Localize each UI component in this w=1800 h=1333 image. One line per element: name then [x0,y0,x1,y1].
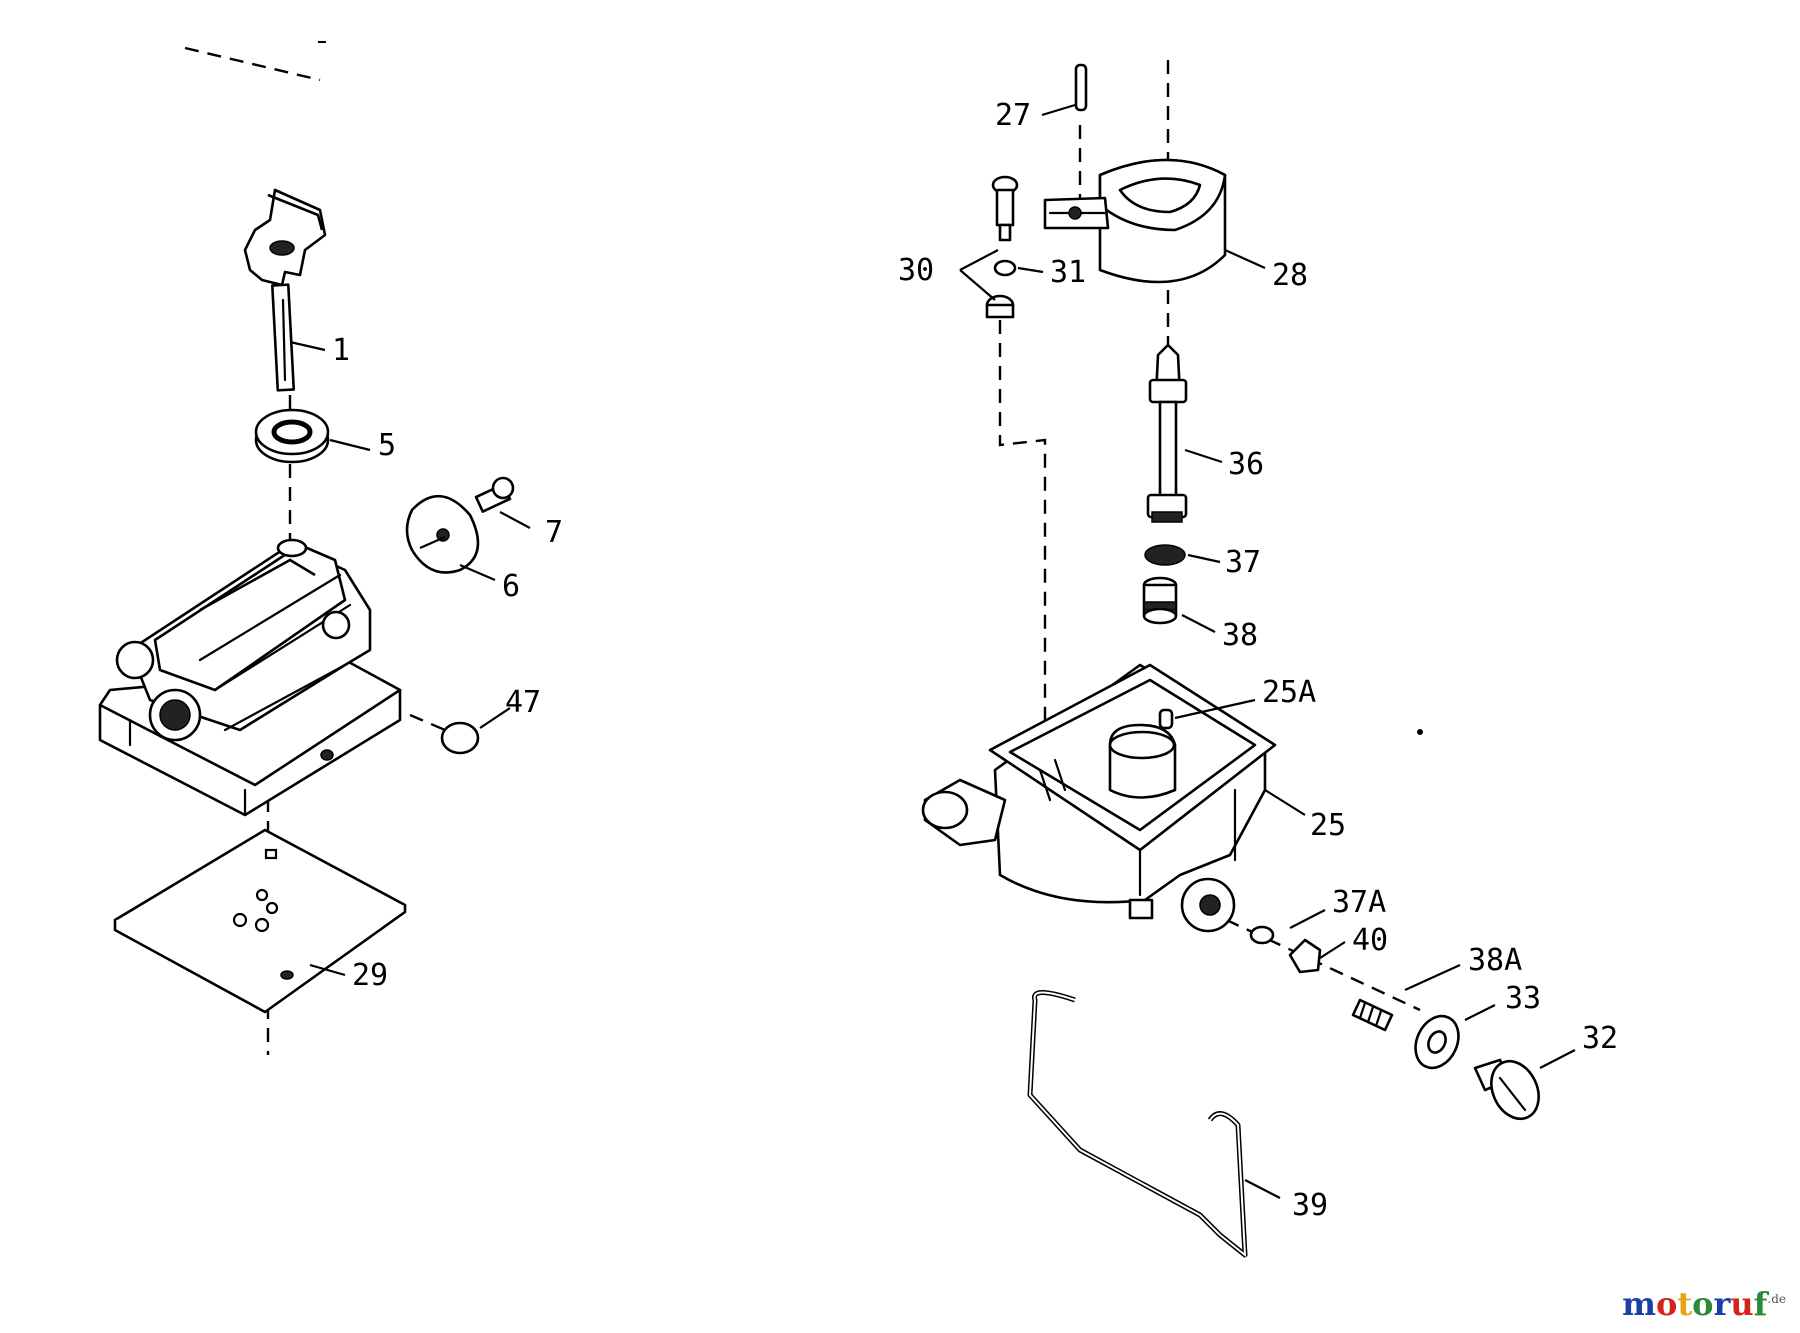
label-38: 38 [1222,618,1258,653]
part-39-wire-clip [1027,990,1248,1258]
part-36-main-jet [1146,343,1188,523]
label-25A: 25A [1262,675,1316,710]
part-30-clip [985,259,1017,319]
label-36: 36 [1228,447,1264,482]
watermark-letter: o [1692,1285,1714,1323]
label-31: 31 [1050,255,1086,290]
watermark-letter: f [1753,1285,1768,1323]
label-32: 32 [1582,1021,1618,1056]
label-40: 40 [1352,923,1388,958]
leader-47 [479,707,511,729]
label-7: 7 [545,515,563,550]
label-6: 6 [502,569,520,604]
leader-25 [1264,789,1306,816]
label-37A: 37A [1332,885,1386,920]
part-38-jet [1142,576,1178,625]
label-27: 27 [995,98,1031,133]
motoruf-watermark-logo: motoruf.de [1622,1285,1786,1323]
part-27-pin [1074,63,1088,112]
watermark-letter: m [1622,1285,1657,1323]
part-33-washer [1414,1014,1460,1070]
leader-30 [959,249,999,301]
part-5-seal [254,408,330,464]
leader-7 [499,511,531,529]
part-47-plug [409,713,480,755]
label-33: 33 [1505,981,1541,1016]
label-39: 39 [1292,1188,1328,1223]
part-38A-spring [1351,998,1394,1032]
part-6-throttle-plate [405,494,480,574]
leader-38A [1404,963,1461,992]
part-28-float [1043,158,1227,284]
leader-25A [1174,698,1256,720]
watermark-letter: u [1730,1285,1754,1323]
label-38A: 38A [1468,943,1522,978]
centerline-left-side [184,46,321,82]
part-29-gasket [113,828,407,1014]
label-5: 5 [378,428,396,463]
label-28: 28 [1272,258,1308,293]
watermark-suffix: .de [1767,1292,1786,1307]
leader-6 [459,563,496,582]
leader-38 [1181,614,1216,633]
part-37A-washer [1249,925,1275,945]
watermark-letter: t [1677,1285,1693,1323]
leader-32 [1539,1049,1576,1069]
part-25-float-bowl [921,663,1277,933]
carburetor-body [98,538,402,817]
leader-29 [309,963,346,977]
part-1-throttle-shaft [243,188,327,392]
leader-5 [329,438,371,452]
leader-40 [1319,941,1346,959]
part-40-needle-seat [1288,938,1322,974]
leader-37A [1289,909,1326,929]
part-31-needle [991,175,1019,242]
leader-1 [289,340,326,352]
part-32-knob [1473,1058,1540,1121]
label-29: 29 [352,958,388,993]
centerline-offset [998,320,1047,740]
label-25: 25 [1310,808,1346,843]
label-47: 47 [505,685,541,720]
leader-39 [1244,1179,1281,1199]
stray-dot [1417,729,1423,735]
part-7-screw [474,476,515,513]
label-37: 37 [1225,545,1261,580]
leader-28 [1224,248,1266,270]
label-1: 1 [332,333,350,368]
part-37-washer [1144,544,1186,566]
leader-31 [1017,266,1044,274]
leader-36 [1184,448,1223,464]
watermark-letter: o [1656,1285,1678,1323]
leader-27 [1041,103,1076,117]
leader-37 [1187,553,1221,564]
leader-33 [1464,1004,1496,1021]
watermark-letter: r [1713,1285,1731,1323]
label-30: 30 [898,253,934,288]
